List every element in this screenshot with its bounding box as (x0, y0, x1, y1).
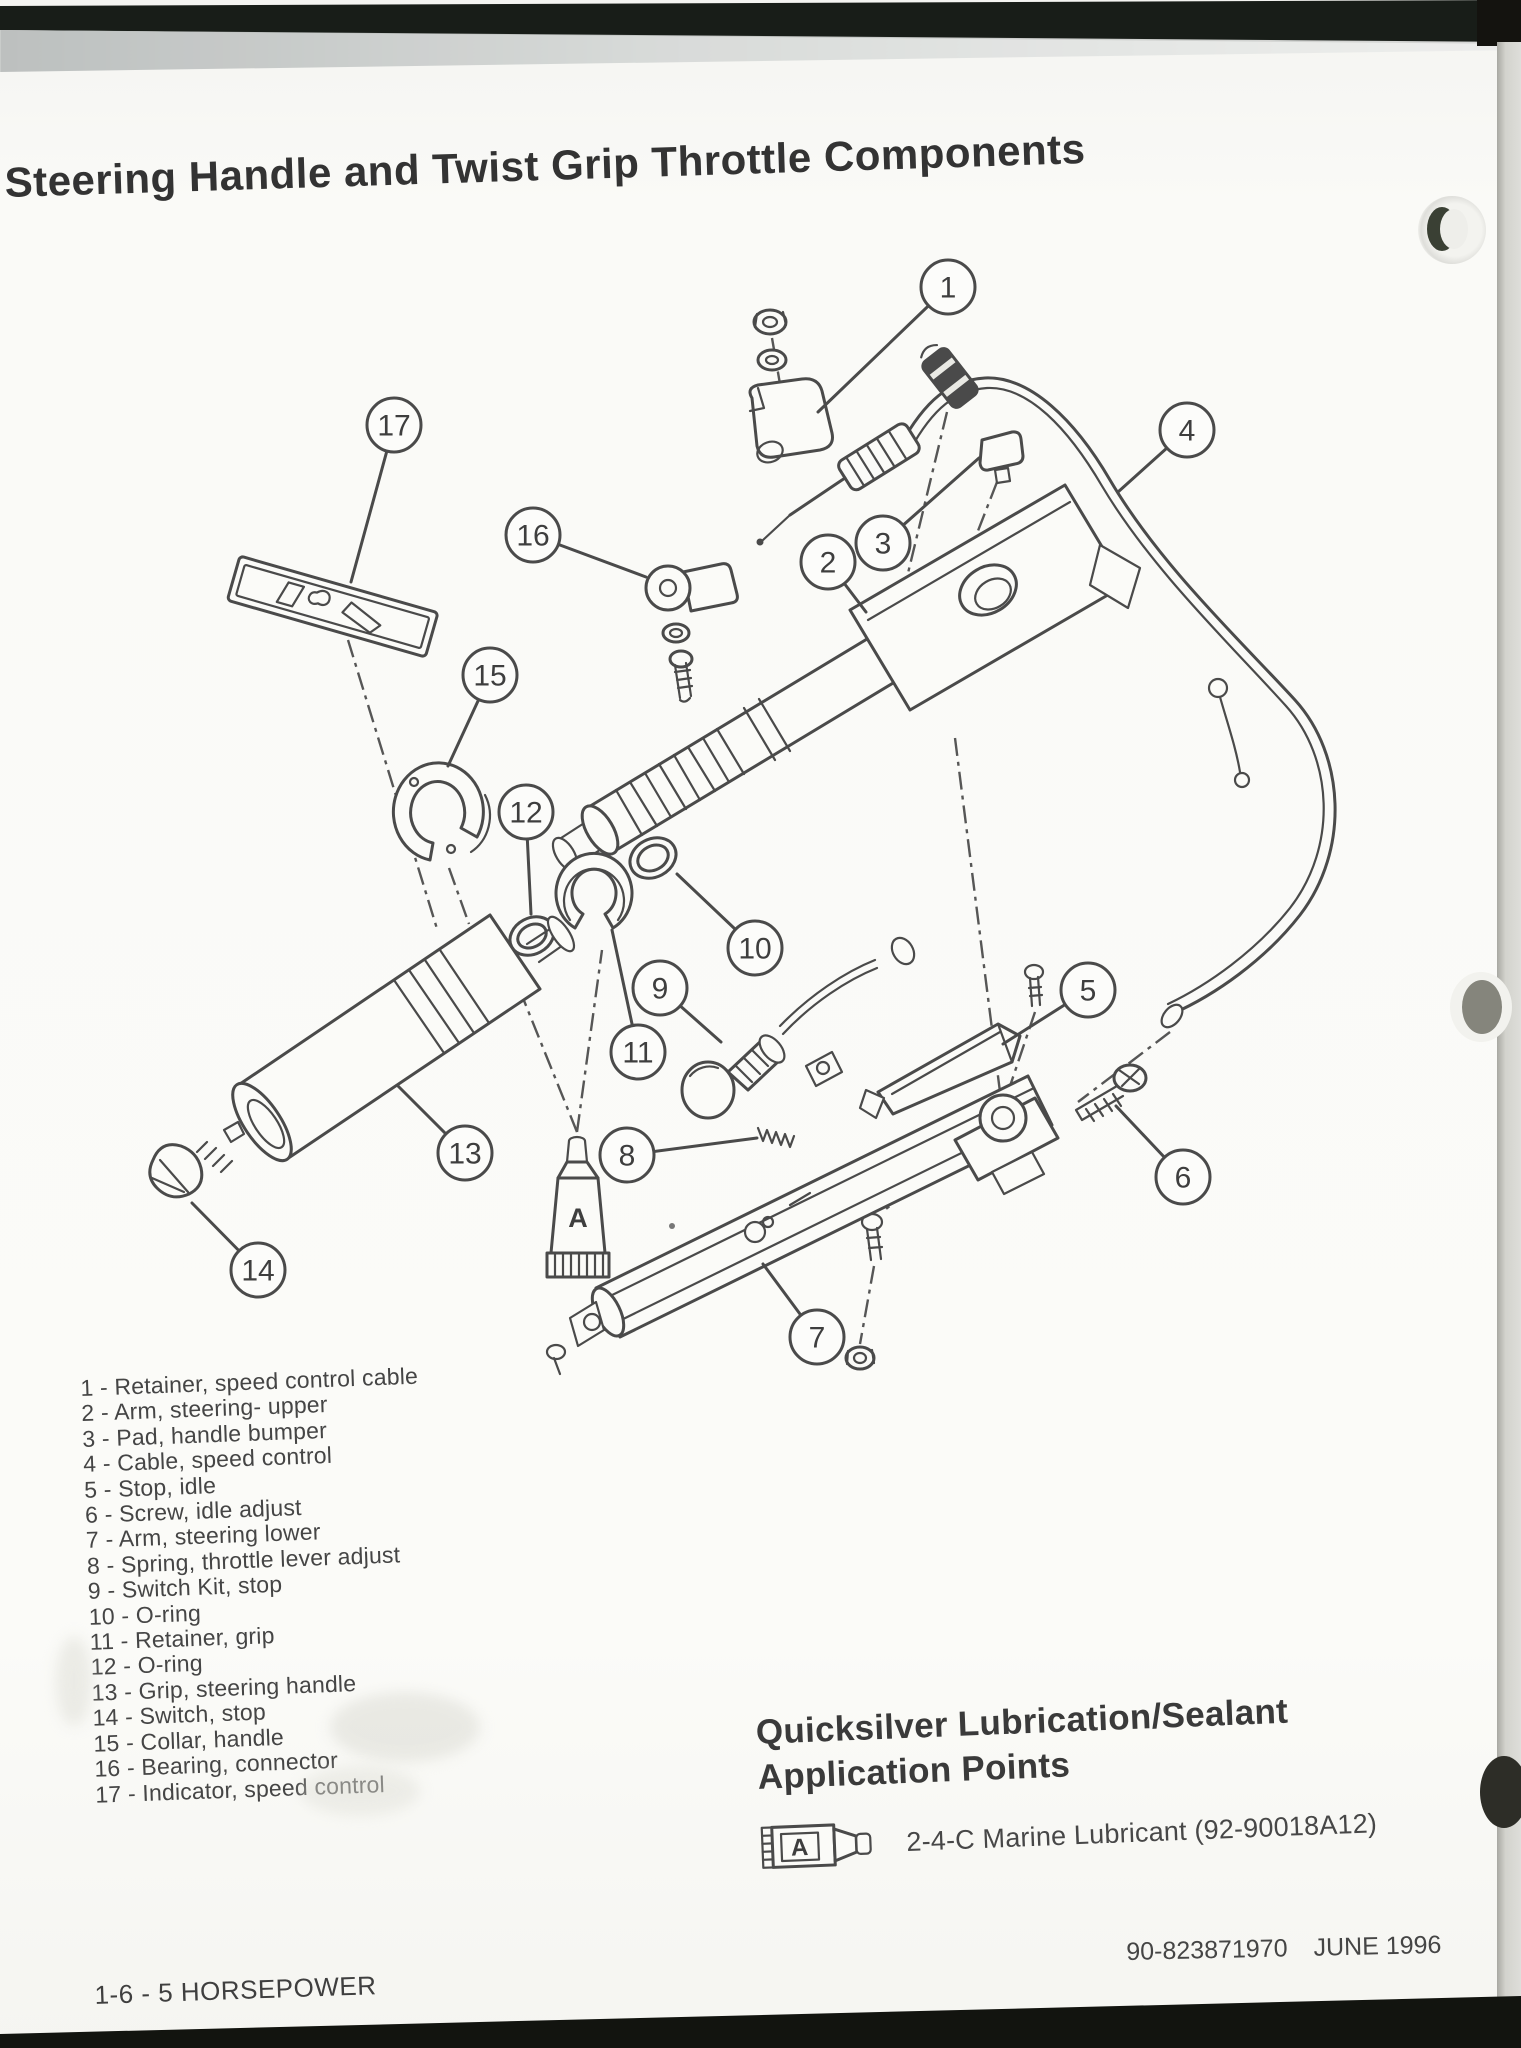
small-screw-upper (1023, 963, 1045, 1008)
document-date: JUNE 1996 (1313, 1930, 1442, 1962)
callout-number: 3 (875, 528, 892, 561)
lubricant-item: 2-4-C Marine Lubricant (92-90018A12) (905, 1807, 1378, 1857)
part-o-ring-10 (628, 836, 678, 880)
tube-a-label: A (568, 1203, 588, 1233)
callout-number: 13 (448, 1138, 481, 1171)
callout-16: 16 (504, 506, 562, 564)
part-spring-throttle-lever-adjust (756, 1126, 796, 1149)
callout-6: 6 (1154, 1148, 1212, 1206)
callout-number: 17 (377, 410, 410, 443)
lubricant-tube-icon: A (760, 1823, 872, 1869)
icon-a-label: A (790, 1834, 808, 1862)
hex-nut-bottom (844, 1345, 876, 1371)
small-screw-lower (860, 1212, 884, 1262)
callout-number: 12 (509, 797, 542, 830)
bleedthrough-smudge (56, 1636, 92, 1726)
document-number: 90-823871970 (1126, 1934, 1288, 1966)
callout-number: 7 (809, 1322, 826, 1355)
part-pad-handle-bumper (978, 430, 1025, 485)
callout-number: 8 (619, 1140, 636, 1173)
callout-4: 4 (1158, 401, 1216, 459)
scan-corner-block (1477, 0, 1521, 46)
callout-number: 6 (1175, 1162, 1192, 1195)
binder-hole-middle (1450, 972, 1512, 1042)
part-switch-stop (148, 1120, 246, 1199)
bleedthrough-smudge (330, 1692, 480, 1762)
callout-13: 13 (436, 1124, 494, 1182)
callout-number: 11 (622, 1037, 653, 1070)
stop-switch-wire (1207, 677, 1251, 789)
lubricant-tube-a: A (545, 1135, 611, 1279)
callout-10: 10 (726, 919, 784, 977)
binder-hole-bottom (1480, 1756, 1521, 1828)
callout-1: 1 (919, 258, 977, 316)
callout-number: 10 (738, 933, 771, 966)
bleedthrough-smudge (300, 1766, 420, 1816)
callout-number: 15 (473, 660, 506, 693)
callout-5: 5 (1059, 961, 1117, 1019)
part-switch-kit-stop (680, 958, 879, 1120)
callout-2: 2 (799, 533, 857, 591)
part-stop-idle (804, 1022, 1022, 1120)
part-grip-steering-handle (231, 913, 576, 1163)
cable-grommet (920, 343, 979, 409)
part-bearing-connector (644, 562, 739, 703)
callout-7: 7 (788, 1308, 846, 1366)
callout-number: 14 (241, 1255, 274, 1288)
callout-number: 9 (652, 973, 669, 1006)
part-speed-control-cable (756, 343, 1337, 1029)
callout-9: 9 (631, 959, 689, 1017)
part-retainer-grip (554, 851, 634, 930)
callout-8: 8 (598, 1126, 656, 1184)
part-arm-steering-upper (551, 483, 1142, 872)
callout-12: 12 (497, 783, 555, 841)
scan-speck (669, 1223, 675, 1229)
callout-number: 1 (940, 272, 957, 305)
callout-15: 15 (461, 646, 519, 704)
part-collar-handle (391, 761, 492, 862)
binder-hole-top (1418, 196, 1486, 264)
callout-number: 16 (516, 520, 549, 553)
assembly-axis-lines (346, 337, 1171, 1345)
callout-14: 14 (229, 1241, 287, 1299)
callout-number: 5 (1080, 975, 1097, 1008)
callout-number: 2 (820, 547, 837, 580)
callout-number: 4 (1179, 415, 1196, 448)
callout-11: 11 (609, 1023, 667, 1081)
part-indicator-speed-control (226, 555, 439, 658)
callout-17: 17 (365, 396, 423, 454)
part-arm-steering-lower (545, 936, 1060, 1376)
lubricant-legend-row: A 2-4-C Marine Lubricant (92-90018A12) (759, 1795, 1378, 1876)
lubrication-section: Quicksilver Lubrication/Sealant Applicat… (755, 1685, 1378, 1876)
callout-3: 3 (854, 514, 912, 572)
callout-leader-1 (816, 285, 950, 414)
part-screw-idle-adjust (1074, 1063, 1148, 1123)
part-retainer-speed-control-cable (748, 308, 834, 464)
